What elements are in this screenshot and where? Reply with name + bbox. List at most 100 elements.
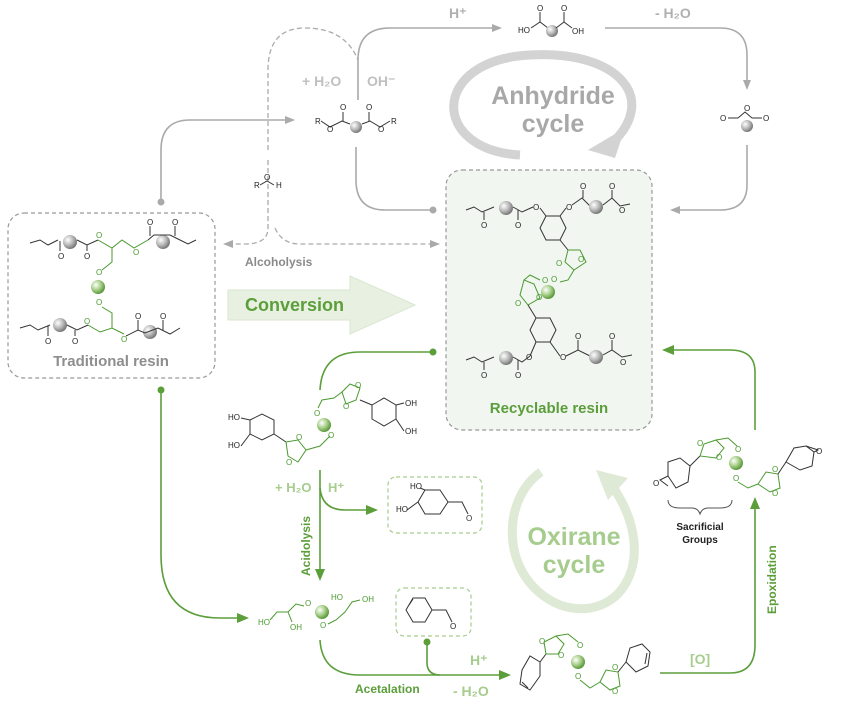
arrow-resin-to-acidolysis xyxy=(319,351,433,391)
svg-text:O: O xyxy=(96,268,102,277)
svg-text:O: O xyxy=(575,332,581,341)
sacrificial-label-1: Sacrificial xyxy=(676,522,723,533)
arrow-dehydration xyxy=(605,27,751,90)
anhydride-cycle-arrow xyxy=(449,50,637,160)
svg-text:HO: HO xyxy=(410,482,422,491)
label-epoxidation: Epoxidation xyxy=(765,545,779,614)
svg-text:O: O xyxy=(515,221,521,230)
anhydride-cycle-label-1: Anhydride xyxy=(491,82,615,110)
arrow-traditional-to-glycerol xyxy=(160,392,249,623)
svg-text:O: O xyxy=(577,641,583,650)
reagent-plus-water: + H₂O xyxy=(302,73,341,89)
diol-aldehyde-box: HO HO O xyxy=(387,476,483,534)
svg-text:O: O xyxy=(816,447,822,456)
arrow-to-diester xyxy=(160,116,295,200)
svg-text:O: O xyxy=(697,439,703,448)
svg-text:O: O xyxy=(609,182,615,191)
svg-text:OH: OH xyxy=(572,27,584,36)
svg-text:O: O xyxy=(772,465,778,474)
svg-text:O: O xyxy=(575,672,581,681)
oxirane-cycle: Oxirane cycle xyxy=(507,468,639,614)
svg-text:HO: HO xyxy=(331,593,343,602)
arrow-epoxidation xyxy=(660,497,760,674)
anhydride-cycle-arrowhead xyxy=(588,128,625,158)
connector-dot xyxy=(429,206,437,214)
svg-text:O: O xyxy=(366,103,372,112)
svg-text:O: O xyxy=(526,353,532,362)
svg-text:O: O xyxy=(612,663,618,672)
svg-text:O: O xyxy=(536,293,542,302)
svg-text:O: O xyxy=(305,599,311,608)
svg-text:O: O xyxy=(147,218,153,227)
diacid-molecule: HO O O OH xyxy=(518,4,584,37)
diester-molecule: R O O O O R xyxy=(315,103,397,134)
svg-text:O: O xyxy=(264,173,270,182)
svg-text:O: O xyxy=(609,332,615,341)
brace-icon xyxy=(667,499,733,516)
svg-text:O: O xyxy=(560,353,566,362)
svg-text:O: O xyxy=(619,206,625,215)
alcohol-molecule: R O H xyxy=(254,173,282,190)
svg-text:O: O xyxy=(735,445,741,454)
svg-text:OH: OH xyxy=(405,427,417,436)
svg-text:O: O xyxy=(58,252,64,261)
svg-text:O: O xyxy=(542,276,548,285)
svg-text:O: O xyxy=(539,637,545,646)
svg-text:O: O xyxy=(314,409,320,418)
reagent-minus-water-top: - H₂O xyxy=(655,5,691,21)
svg-text:O: O xyxy=(133,248,139,257)
svg-text:O: O xyxy=(327,125,333,134)
svg-text:O: O xyxy=(466,514,472,523)
oxirane-cycle-arrowhead xyxy=(596,470,628,500)
svg-text:R: R xyxy=(315,117,321,126)
svg-text:O: O xyxy=(772,489,778,498)
sacrificial-label-2: Groups xyxy=(682,535,718,546)
svg-text:O: O xyxy=(580,182,586,191)
bis-acetal-cyclohexene-molecule: O O O O O O xyxy=(519,633,651,696)
reagent-plus-water-acid: + H₂O xyxy=(275,480,311,495)
traditional-resin-label: Traditional resin xyxy=(53,353,169,370)
svg-text:O: O xyxy=(45,337,51,346)
svg-text:OH: OH xyxy=(405,399,417,408)
arrow-acid-side xyxy=(319,487,378,515)
label-acetalation: Acetalation xyxy=(355,682,420,696)
traditional-resin-box: O O O O O O O O O O O O O O Traditional … xyxy=(7,212,216,379)
connector-dot xyxy=(157,198,165,206)
reagent-hydroxide: OH⁻ xyxy=(367,73,395,89)
svg-text:OH: OH xyxy=(362,595,374,604)
oxirane-cycle-label-1: Oxirane xyxy=(527,523,620,551)
oxirane-cycle-label-2: cycle xyxy=(543,551,606,579)
glycerol-ether-molecule: HO OH O O HO OH xyxy=(258,593,374,632)
anhydride-cycle-label-2: cycle xyxy=(522,110,585,138)
svg-text:O: O xyxy=(620,358,626,367)
conversion-arrow: Conversion xyxy=(227,275,417,335)
svg-text:HO: HO xyxy=(228,413,240,422)
svg-text:O: O xyxy=(481,221,487,230)
svg-text:HO: HO xyxy=(518,26,530,35)
svg-text:O: O xyxy=(320,621,326,630)
cyclohexene-aldehyde-box: O xyxy=(395,587,472,637)
svg-text:O: O xyxy=(716,453,722,462)
svg-text:O: O xyxy=(84,252,90,261)
svg-text:O: O xyxy=(72,337,78,346)
conversion-label: Conversion xyxy=(245,295,344,315)
bis-acetal-diol-molecule: HO HO O O O O O O OH OH xyxy=(228,381,417,467)
svg-text:O: O xyxy=(720,114,726,123)
oxirane-cycle-arrow xyxy=(507,468,639,614)
svg-text:O: O xyxy=(286,458,292,467)
svg-text:H: H xyxy=(276,181,282,190)
svg-text:R: R xyxy=(391,117,397,126)
label-acidolysis: Acidolysis xyxy=(299,516,313,576)
svg-text:O: O xyxy=(744,104,750,113)
alcoholysis-dashed-down xyxy=(223,160,269,248)
svg-text:O: O xyxy=(355,381,361,390)
svg-text:O: O xyxy=(537,4,543,13)
svg-text:O: O xyxy=(481,371,487,380)
bis-epoxide-molecule: O O O O O O O O xyxy=(653,437,822,498)
svg-text:O: O xyxy=(378,125,384,134)
svg-text:O: O xyxy=(578,255,584,264)
svg-text:O: O xyxy=(96,298,102,307)
reagent-minus-water-acetal: - H₂O xyxy=(453,683,489,699)
reagent-oxidant: [O] xyxy=(690,651,710,667)
